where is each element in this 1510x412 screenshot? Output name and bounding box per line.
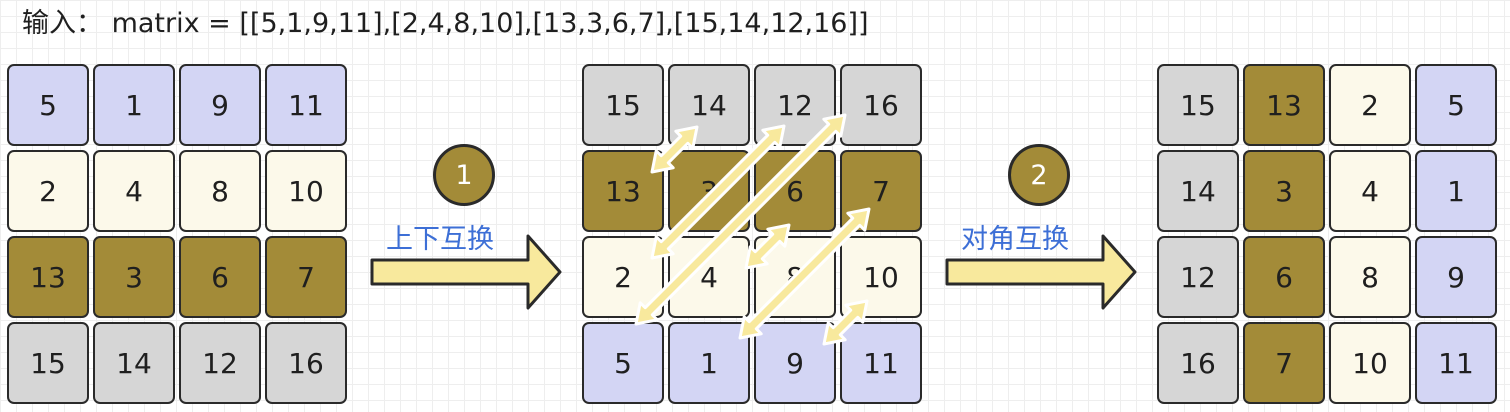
matrix-cell: 3 [93, 236, 175, 318]
matrix-cell: 14 [1157, 150, 1239, 232]
matrix-cell: 15 [582, 64, 664, 146]
swap-arrow-icon [822, 299, 869, 346]
step-1-badge: 1 [433, 144, 495, 206]
matrix-cell: 2 [1329, 64, 1411, 146]
matrix-cell: 7 [840, 150, 922, 232]
matrix-cell: 1 [93, 64, 175, 146]
matrix-cell: 10 [1329, 322, 1411, 404]
matrix-cell: 14 [93, 322, 175, 404]
step-2-label: 对角互换 [961, 224, 1069, 255]
matrix-cell: 15 [1157, 64, 1239, 146]
matrix-cell: 11 [1415, 322, 1497, 404]
matrix-cell: 14 [668, 64, 750, 146]
matrix-cell: 9 [1415, 236, 1497, 318]
swap-arrow-icon [744, 223, 791, 270]
matrix-cell: 1 [668, 322, 750, 404]
matrix-cell: 7 [1243, 322, 1325, 404]
transpose-arrow-icon [945, 234, 1137, 310]
matrix-cell: 1 [1415, 150, 1497, 232]
matrix-cell: 9 [754, 322, 836, 404]
matrix-cell: 12 [1157, 236, 1239, 318]
matrix-cell: 13 [7, 236, 89, 318]
swap-arrow-icon [738, 207, 871, 340]
matrix-cell: 4 [93, 150, 175, 232]
matrix-cell: 7 [265, 236, 347, 318]
matrix-cell: 11 [265, 64, 347, 146]
matrix-cell: 6 [1243, 236, 1325, 318]
matrix-cell: 8 [179, 150, 261, 232]
matrix-cell: 8 [1329, 236, 1411, 318]
matrix-cell: 13 [582, 150, 664, 232]
matrix-cell: 5 [7, 64, 89, 146]
flip-arrow-icon [370, 234, 562, 310]
matrix-cell: 16 [1157, 322, 1239, 404]
matrix-after-flip: 15141216133672481051911 [582, 64, 922, 404]
matrix-cell: 9 [179, 64, 261, 146]
matrix-cell: 6 [179, 236, 261, 318]
matrix-cell: 11 [840, 322, 922, 404]
matrix-cell: 13 [1243, 64, 1325, 146]
step-2-badge: 2 [1008, 144, 1070, 206]
matrix-cell: 4 [1329, 150, 1411, 232]
matrix-cell: 16 [840, 64, 922, 146]
matrix-cell: 16 [265, 322, 347, 404]
matrix-cell: 5 [582, 322, 664, 404]
matrix-cell: 15 [7, 322, 89, 404]
swap-arrow-icon [634, 113, 847, 326]
matrix-cell: 10 [265, 150, 347, 232]
matrix-cell: 2 [7, 150, 89, 232]
matrix-cell: 3 [1243, 150, 1325, 232]
swap-arrow-icon [650, 124, 786, 260]
swap-arrow-icon [650, 125, 699, 174]
matrix-cell: 5 [1415, 64, 1497, 146]
matrix-cell: 12 [179, 322, 261, 404]
input-text: 输入： matrix = [[5,1,9,11],[2,4,8,10],[13,… [22, 8, 869, 39]
step-1-label: 上下互换 [386, 224, 494, 255]
